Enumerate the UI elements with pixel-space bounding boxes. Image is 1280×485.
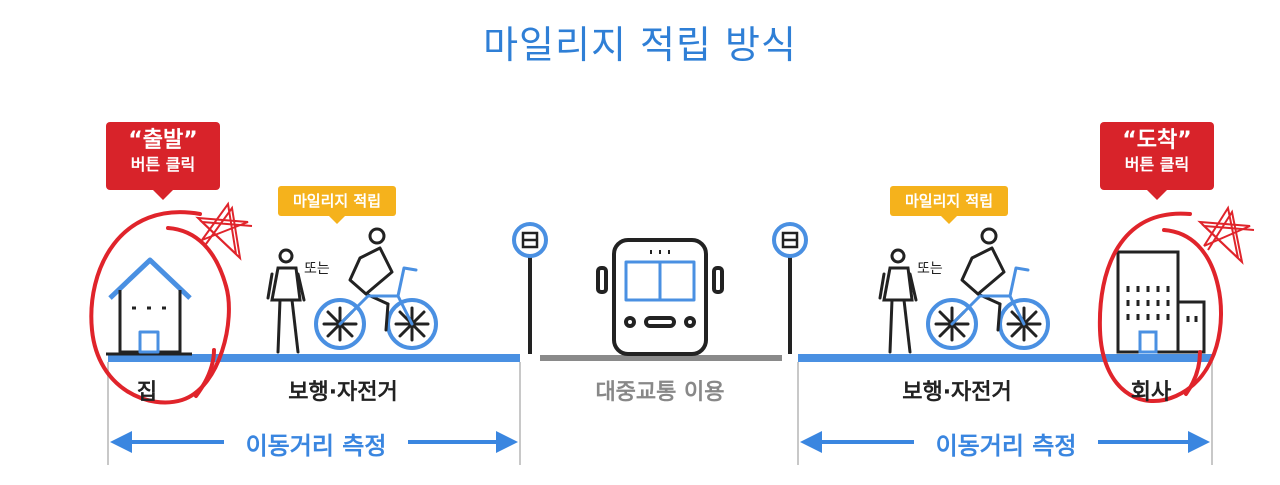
start-callout-line1: “출발” (128, 128, 198, 153)
measure-label-right: 이동거리 측정 (914, 426, 1098, 461)
arrive-callout: “도착” 버튼 클릭 (1100, 122, 1214, 200)
page-title: 마일리지 적립 방식 (483, 23, 797, 67)
bus-stop-icon-right (772, 222, 808, 354)
label-walk-bike-right: 보행·자전거 (902, 380, 1012, 405)
building-icon (1116, 250, 1206, 354)
arrive-callout-line1: “도착” (1122, 128, 1192, 153)
measure-label-left: 이동거리 측정 (224, 426, 408, 461)
house-icon (108, 257, 192, 354)
pedestrian-icon-right (878, 248, 918, 354)
start-callout-line2: 버튼 클릭 (130, 155, 196, 174)
or-text-left: 또는 (304, 261, 330, 277)
route-lines (106, 352, 1213, 465)
mileage-tag-left: 마일리지 적립 (278, 186, 396, 224)
star-doodle-right (1197, 205, 1255, 265)
highlight-circle-office (1097, 211, 1223, 403)
pedestrian-icon-left (266, 248, 306, 354)
star-doodle-left (195, 201, 253, 261)
label-walk-bike-left: 보행·자전거 (288, 380, 398, 405)
label-transit: 대중교통 이용 (595, 380, 725, 405)
bus-stop-icon-left (512, 222, 548, 354)
or-text-right: 또는 (917, 261, 943, 277)
label-office: 회사 (1130, 380, 1172, 405)
arrive-callout-line2: 버튼 클릭 (1124, 155, 1190, 174)
label-home: 집 (136, 380, 158, 405)
mileage-tag-right: 마일리지 적립 (890, 186, 1008, 224)
cyclist-icon-right (926, 227, 1050, 350)
bus-icon (596, 238, 724, 356)
cyclist-icon-left (314, 227, 438, 350)
highlight-circle-home (89, 210, 231, 405)
start-callout: “출발” 버튼 클릭 (106, 122, 220, 200)
